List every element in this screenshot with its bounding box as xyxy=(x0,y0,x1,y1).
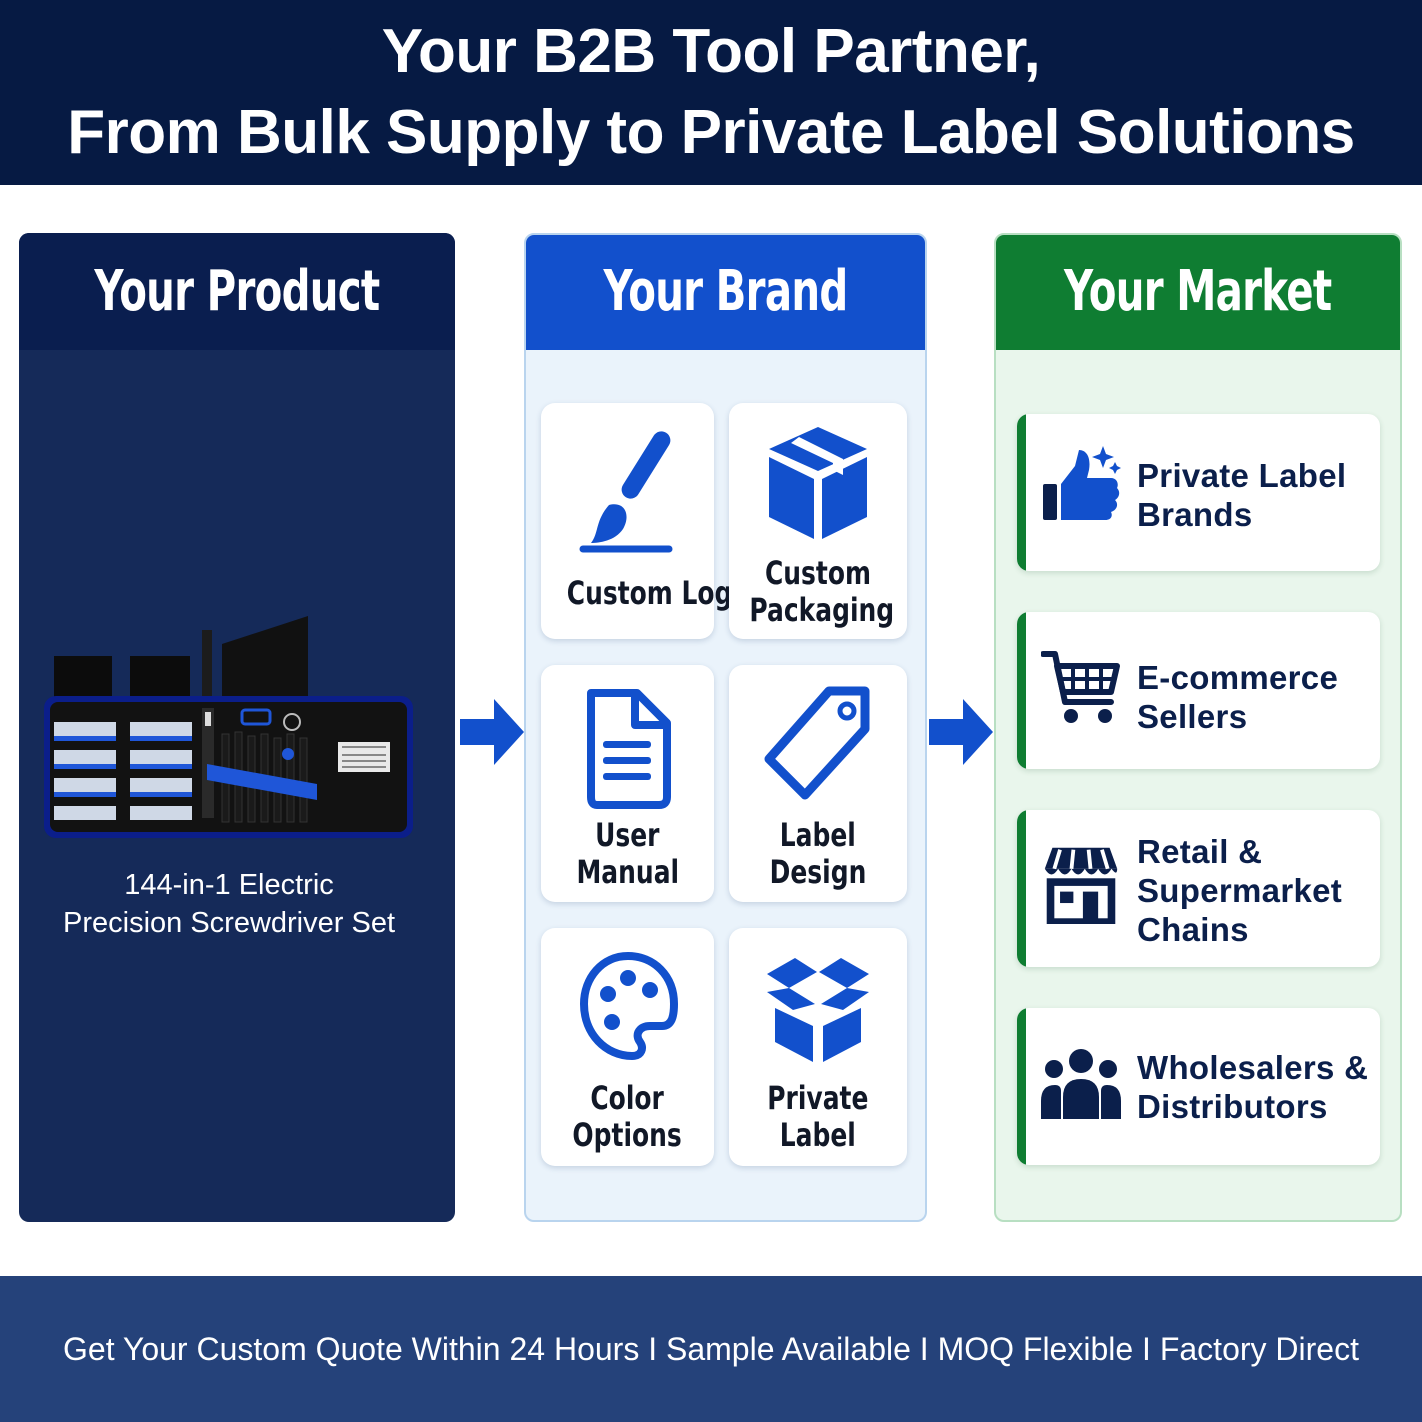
market-column-title: Your Market xyxy=(1064,259,1332,324)
brand-column-title: Your Brand xyxy=(603,259,848,324)
brand-option-private-label: Private Label xyxy=(729,928,907,1166)
market-card-retail-supermarket: Retail & Supermarket Chains xyxy=(1017,810,1380,967)
document-icon xyxy=(586,689,671,809)
card-accent-bar xyxy=(1017,1008,1026,1165)
market-label: Wholesalers & xyxy=(1137,1049,1369,1086)
market-label: Chains xyxy=(1137,911,1249,948)
arrow-right-icon xyxy=(929,699,993,765)
footer-text: Get Your Custom Quote Within 24 Hours I … xyxy=(63,1330,1359,1367)
headline-line-2: From Bulk Supply to Private Label Soluti… xyxy=(67,98,1355,167)
market-label: E-commerce xyxy=(1137,659,1339,696)
brand-column-header: Your Brand xyxy=(526,235,925,350)
brand-option-label: Manual xyxy=(576,853,679,891)
paintbrush-icon xyxy=(579,431,672,553)
market-label: Retail & xyxy=(1137,833,1263,870)
brand-option-label: Design xyxy=(769,853,867,891)
brand-option-custom-logo: Custom Logo xyxy=(541,403,750,639)
card-accent-bar xyxy=(1017,414,1026,571)
market-card-ecommerce-sellers: E-commerce Sellers xyxy=(1017,612,1380,769)
card-accent-bar xyxy=(1017,612,1026,769)
box-icon xyxy=(769,427,867,539)
product-column-title: Your Product xyxy=(94,259,380,324)
brand-option-label: Packaging xyxy=(749,591,895,629)
palette-icon xyxy=(579,951,678,1061)
brand-option-label-design: Label Design xyxy=(729,665,907,902)
shopping-cart-icon xyxy=(1041,651,1120,723)
market-label: Private Label xyxy=(1137,457,1347,494)
brand-option-label: Private xyxy=(767,1079,869,1117)
brand-option-label: Custom Logo xyxy=(566,574,750,612)
screwdriver-set-image xyxy=(44,616,413,838)
brand-option-label: Color xyxy=(590,1079,665,1117)
market-column-header: Your Market xyxy=(996,235,1400,350)
product-caption-line-2: Precision Screwdriver Set xyxy=(63,907,395,939)
card-accent-bar xyxy=(1017,810,1026,967)
product-caption-line-1: 144-in-1 Electric xyxy=(124,869,334,901)
group-icon xyxy=(1041,1049,1121,1119)
product-caption: 144-in-1 Electric Precision Screwdriver … xyxy=(19,866,439,942)
market-label: Distributors xyxy=(1137,1088,1328,1125)
brand-option-label: Label xyxy=(779,816,857,854)
brand-option-custom-packaging: Custom Packaging xyxy=(729,403,907,639)
storefront-icon xyxy=(1044,847,1118,924)
market-card-private-label-brands: Private Label Brands xyxy=(1017,414,1380,571)
footer-banner: Get Your Custom Quote Within 24 Hours I … xyxy=(0,1276,1422,1422)
market-label: Sellers xyxy=(1137,698,1248,735)
brand-option-label: Custom xyxy=(764,554,872,592)
header-banner: Your B2B Tool Partner, From Bulk Supply … xyxy=(0,0,1422,185)
market-label: Brands xyxy=(1137,496,1253,533)
market-label: Supermarket xyxy=(1137,872,1343,909)
brand-option-label: Options xyxy=(572,1116,683,1154)
brand-option-label: Label xyxy=(779,1116,857,1154)
market-card-wholesalers: Wholesalers & Distributors xyxy=(1017,1008,1380,1165)
product-column-header: Your Product xyxy=(19,233,455,350)
tag-icon xyxy=(764,686,870,800)
brand-option-color-options: Color Options xyxy=(541,928,714,1166)
thumbs-up-icon xyxy=(1043,446,1121,520)
brand-option-user-manual: User Manual xyxy=(541,665,714,902)
open-box-icon xyxy=(767,958,869,1062)
headline-line-1: Your B2B Tool Partner, xyxy=(381,17,1041,86)
brand-option-label: User xyxy=(595,816,660,854)
arrow-right-icon xyxy=(460,699,524,765)
